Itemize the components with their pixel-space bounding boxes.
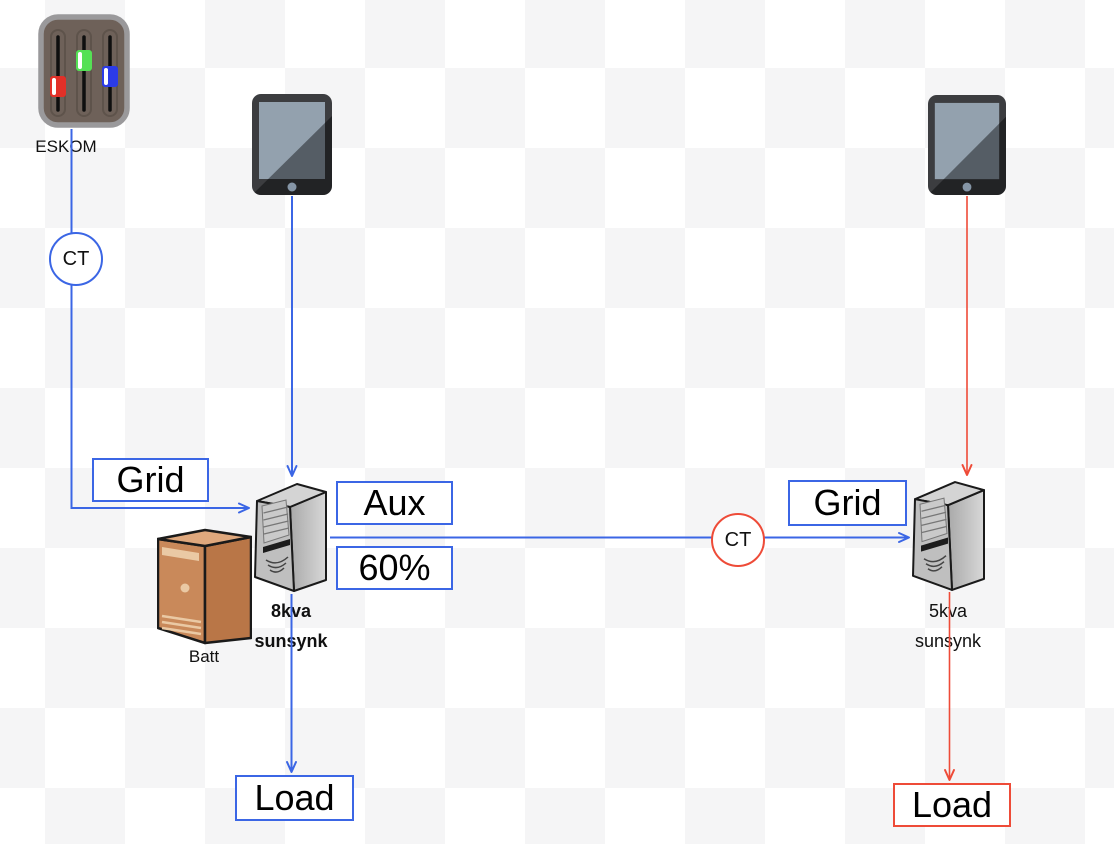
connector-tablet-to-inverter-right[interactable] [961, 196, 973, 476]
battery-label: Batt [188, 647, 220, 666]
connector-aux-bus[interactable] [330, 532, 910, 543]
ct-sensor-mid[interactable]: CT [711, 513, 765, 567]
inverter-right-label: 5kva sunsynk [914, 601, 982, 651]
tablet-icon [928, 95, 1006, 195]
connector-tablet-to-inverter-left[interactable] [286, 196, 298, 477]
sliders-icon [38, 14, 130, 128]
grid-right-box[interactable]: Grid [788, 480, 907, 526]
aux-box[interactable]: Aux [336, 481, 453, 525]
tablet-icon [252, 94, 332, 195]
battery-soc-box[interactable]: 60% [336, 546, 453, 590]
inverter-left-server[interactable] [253, 480, 329, 594]
ct-sensor-left[interactable]: CT [49, 232, 103, 286]
load-left-label: Load [254, 777, 335, 818]
tablet-left[interactable] [252, 94, 332, 195]
grid-right-label: Grid [813, 482, 882, 523]
server-tower-icon [912, 481, 985, 591]
inverter-right-server[interactable] [911, 478, 987, 593]
grid-left-box[interactable]: Grid [92, 458, 209, 502]
tablet-right[interactable] [928, 95, 1006, 195]
battery-crate-icon [157, 528, 252, 645]
grid-left-label: Grid [116, 459, 185, 500]
eskom-mixer-icon[interactable] [38, 14, 130, 128]
connector-inverter-right-to-load[interactable] [944, 592, 955, 781]
connector-inverter-left-to-load[interactable] [286, 594, 297, 773]
ct-mid-label: CT [724, 528, 752, 551]
aux-label: Aux [363, 482, 426, 523]
server-tower-icon [254, 483, 327, 592]
battery-box[interactable] [157, 528, 252, 652]
ct-left-label: CT [62, 247, 90, 270]
connector-eskom-to-inverter-grid[interactable] [70, 129, 250, 514]
battery-soc-label: 60% [358, 547, 431, 588]
load-right-box[interactable]: Load [893, 783, 1011, 827]
load-right-label: Load [911, 784, 993, 825]
load-left-box[interactable]: Load [235, 775, 354, 821]
eskom-label: ESKOM [35, 137, 97, 156]
